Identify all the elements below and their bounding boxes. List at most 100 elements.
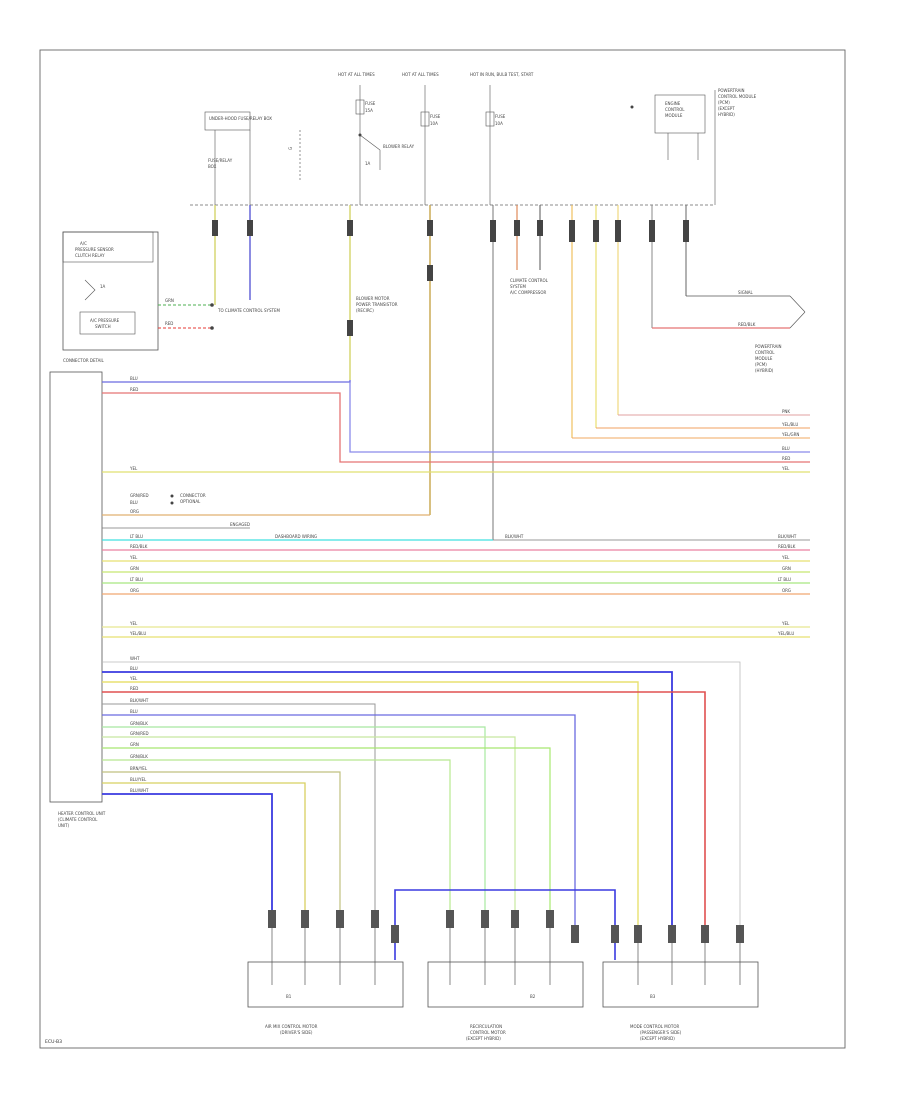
svg-text:1A: 1A [365,161,371,166]
motor-box-3: MODE CONTROL MOTOR (PASSENGER'S SIDE) (E… [602,925,759,1041]
fuse-amp-3: 10A [495,121,503,126]
svg-text:GRN: GRN [782,566,791,571]
svg-text:DASHBOARD WIRING: DASHBOARD WIRING [275,534,317,539]
svg-text:YEL/BLU: YEL/BLU [781,422,798,427]
svg-text:CONTROL MOTOR: CONTROL MOTOR [470,1030,506,1035]
svg-text:SYSTEM: SYSTEM [510,284,526,289]
svg-text:POWER TRANSISTOR: POWER TRANSISTOR [356,302,398,307]
svg-text:ORG: ORG [130,588,139,593]
svg-text:YEL/BLU: YEL/BLU [777,631,794,636]
left-top-components: UNDER-HOOD FUSE/RELAY BOX FUSE/RELAY BOX… [204,111,301,205]
svg-text:GRN: GRN [165,298,174,303]
fuse-label-2: FUSE [430,114,441,119]
svg-text:B2: B2 [530,994,536,999]
svg-text:PRESSURE SENSOR: PRESSURE SENSOR [75,247,114,252]
svg-text:GRN/RED: GRN/RED [130,493,149,498]
svg-text:(DRIVER'S SIDE): (DRIVER'S SIDE) [280,1030,313,1035]
svg-text:BLOWER RELAY: BLOWER RELAY [383,144,415,149]
svg-text:YEL/GRN: YEL/GRN [781,432,799,437]
top-vertical-wires: BLOWER MOTOR POWER TRANSISTOR (RECIRC) C… [212,205,806,540]
svg-text:YEL: YEL [129,676,138,681]
svg-text:(PCM): (PCM) [755,362,767,367]
svg-text:RECIRCULATION: RECIRCULATION [470,1024,502,1029]
svg-text:(HYBRID): (HYBRID) [755,368,774,373]
svg-text:HYBRID): HYBRID) [718,112,735,117]
svg-text:PNK: PNK [782,409,790,414]
svg-text:RED/BLK: RED/BLK [738,322,756,327]
motor-box-2: RECIRCULATION CONTROL MOTOR (EXCEPT HYBR… [427,925,584,1041]
svg-text:RED: RED [165,321,173,326]
left-upper-module: A/C PRESSURE SENSOR CLUTCH RELAY 1A A/C … [62,231,280,351]
svg-text:RED: RED [130,387,138,392]
svg-text:GRN/RED: GRN/RED [130,731,149,736]
svg-text:YEL: YEL [129,621,138,626]
svg-text:BOX: BOX [208,164,217,169]
svg-text:BLU/WHT: BLU/WHT [130,788,149,793]
svg-text:POWERTRAIN: POWERTRAIN [755,344,782,349]
svg-text:BLU: BLU [130,709,138,714]
corner-label: ECU-B3 [45,1039,62,1045]
svg-text:CONNECTOR DETAIL: CONNECTOR DETAIL [63,358,105,363]
svg-text:ORG: ORG [782,588,791,593]
svg-text:RED: RED [782,456,790,461]
blower-relay: BLOWER RELAY 1A [358,133,415,170]
fuse-column-group: HOT AT ALL TIMES HOT AT ALL TIMES HOT IN… [338,72,534,205]
harness-wires: BLU RED PNK YEL/BLU YEL/GRN BLU RED YEL … [102,376,810,638]
svg-text:ORG: ORG [130,509,139,514]
svg-text:YEL: YEL [781,466,790,471]
svg-text:LT BLU: LT BLU [778,577,791,582]
right-top-block: ENGINE CONTROL MODULE POWERTRAIN CONTROL… [630,88,757,205]
fuse-label-1: FUSE [365,101,376,106]
svg-text:YEL/BLU: YEL/BLU [129,631,146,636]
svg-text:BLU/YEL: BLU/YEL [130,777,147,782]
svg-text:OPTIONAL: OPTIONAL [180,499,201,504]
svg-text:MODULE: MODULE [665,113,683,118]
svg-text:(PCM): (PCM) [718,100,730,105]
svg-text:CONTROL: CONTROL [755,350,775,355]
svg-text:B3: B3 [650,994,656,999]
heater-control-unit: CONNECTOR DETAIL HEATER CONTROL UNIT (CL… [49,358,106,828]
svg-text:A/C: A/C [80,241,87,246]
motor-box-1: AIR MIX CONTROL MOTOR (DRIVER'S SIDE) B1 [247,925,404,1035]
svg-text:WHT: WHT [130,656,140,661]
svg-text:A/C PRESSURE: A/C PRESSURE [90,318,120,323]
svg-text:BLK/WHT: BLK/WHT [778,534,797,539]
svg-text:BLU: BLU [130,500,138,505]
svg-text:(EXCEPT HYBRID): (EXCEPT HYBRID) [640,1036,675,1041]
svg-text:BLU: BLU [782,446,790,451]
svg-text:(CLIMATE CONTROL: (CLIMATE CONTROL [58,817,98,822]
svg-text:AIR MIX CONTROL MOTOR: AIR MIX CONTROL MOTOR [265,1024,318,1029]
svg-text:TO CLIMATE CONTROL SYSTEM: TO CLIMATE CONTROL SYSTEM [217,308,280,313]
svg-text:BLK/WHT: BLK/WHT [505,534,524,539]
svg-text:A/C COMPRESSOR: A/C COMPRESSOR [510,290,546,295]
svg-text:GRN: GRN [130,742,139,747]
svg-text:SIGNAL: SIGNAL [738,290,754,295]
svg-text:CONTROL: CONTROL [665,107,685,112]
svg-text:YEL: YEL [129,466,138,471]
fuse-amp-2: 10A [430,121,438,126]
svg-text:YEL: YEL [781,621,790,626]
svg-text:(EXCEPT: (EXCEPT [718,106,735,111]
svg-text:(PASSENGER'S SIDE): (PASSENGER'S SIDE) [640,1030,682,1035]
svg-text:YEL: YEL [129,555,138,560]
svg-text:CONTROL MODULE: CONTROL MODULE [718,94,757,99]
hot-label-2: HOT AT ALL TIMES [402,72,439,77]
svg-text:BRN/YEL: BRN/YEL [130,766,148,771]
svg-text:BLU: BLU [130,666,138,671]
fuse-amp-1: 15A [365,108,373,113]
svg-text:CLUTCH RELAY: CLUTCH RELAY [75,253,105,258]
svg-text:BLOWER MOTOR: BLOWER MOTOR [356,296,390,301]
svg-text:FUSE/RELAY: FUSE/RELAY [208,158,233,163]
fuse-label-3: FUSE [495,114,506,119]
svg-text:ENGINE: ENGINE [665,101,681,106]
svg-text:MODE CONTROL MOTOR: MODE CONTROL MOTOR [630,1024,679,1029]
svg-text:POWERTRAIN: POWERTRAIN [718,88,745,93]
svg-text:HEATER CONTROL UNIT: HEATER CONTROL UNIT [58,811,106,816]
svg-text:BLU: BLU [130,376,138,381]
svg-text:GRN/BLK: GRN/BLK [130,754,148,759]
svg-text:(RECIRC): (RECIRC) [356,308,374,313]
svg-text:BLK/WHT: BLK/WHT [130,698,149,703]
svg-text:RED/BLK: RED/BLK [130,544,148,549]
svg-text:CONNECTOR: CONNECTOR [180,493,206,498]
